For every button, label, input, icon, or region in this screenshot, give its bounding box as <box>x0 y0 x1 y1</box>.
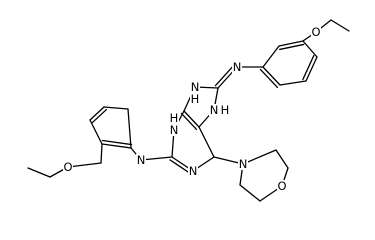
o-ethoxy-lower-mask <box>63 161 73 173</box>
h-ring-top-left-label: H <box>191 92 200 106</box>
n-ring-left-label: N <box>170 123 179 137</box>
double-bond-line <box>180 112 198 131</box>
n-ring-left-mask <box>169 124 179 136</box>
n-ring-right-label: N <box>210 103 219 117</box>
n-upper-amine-mask <box>232 61 242 73</box>
bond-line <box>27 167 51 178</box>
bond-line <box>89 106 105 121</box>
n-ring-right-mask <box>209 104 219 116</box>
o-morpholine-label: O <box>277 179 286 193</box>
h-ring-left-label: H <box>170 111 179 125</box>
double-bond-line <box>169 159 192 175</box>
n-morpholine-mask <box>238 158 248 170</box>
bond-line <box>330 19 350 32</box>
n-left-amine-mask <box>136 154 146 166</box>
bond-line <box>89 119 103 145</box>
o-ethoxy-lower-label: O <box>63 160 72 174</box>
bond-line <box>275 149 289 169</box>
bond-line <box>278 40 304 47</box>
bond-line <box>262 45 280 68</box>
h-ring-top-left-mask <box>190 93 200 105</box>
double-bond-line <box>302 54 315 81</box>
bond-line <box>242 149 277 165</box>
n-ring-bottom-mask <box>188 165 198 177</box>
double-bond-line <box>101 139 133 146</box>
bond-line <box>198 126 215 158</box>
double-bond-line <box>91 108 108 124</box>
bond-line <box>140 156 173 161</box>
bond-line <box>67 162 102 168</box>
bond-line <box>127 108 132 149</box>
bond-line <box>100 143 103 164</box>
bond-line <box>302 40 318 58</box>
o-morpholine-mask <box>277 180 287 192</box>
o-ethoxy-upper-mask <box>311 26 321 38</box>
bond-line <box>279 80 307 86</box>
bond-line <box>262 66 281 86</box>
bond-line <box>183 110 200 128</box>
double-bond-line <box>259 68 279 89</box>
h-ring-left-mask <box>169 112 179 124</box>
bond-line <box>305 56 318 82</box>
bond-line <box>101 143 132 149</box>
h-ring-right-label: H <box>221 103 230 117</box>
h-ring-right-mask <box>220 104 230 116</box>
n-upper-amine-label: N <box>233 60 242 74</box>
bond-line <box>239 184 261 202</box>
n-ring-bottom-label: N <box>189 164 198 178</box>
n-ring-top-left-mask <box>190 81 200 93</box>
n-left-amine-label: N <box>137 153 146 167</box>
n-ring-top-left-label: N <box>191 80 200 94</box>
double-bond-line <box>214 64 236 87</box>
o-ethoxy-upper-label: O <box>311 25 320 39</box>
n-morpholine-label: N <box>239 157 248 171</box>
bond-line <box>103 106 129 110</box>
double-bond-line <box>279 43 305 51</box>
